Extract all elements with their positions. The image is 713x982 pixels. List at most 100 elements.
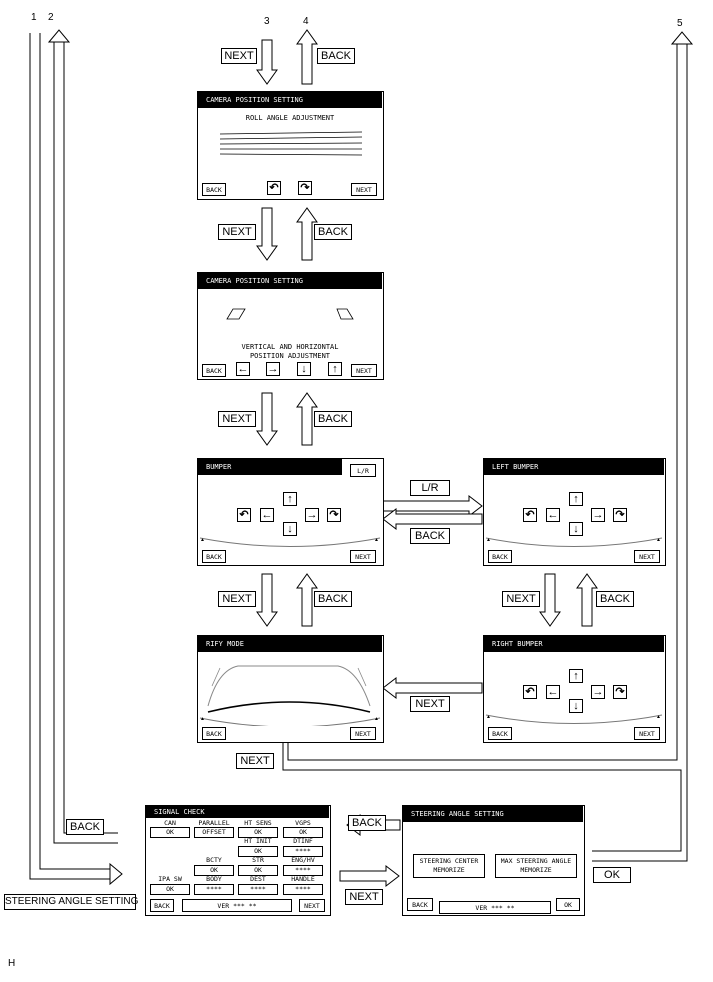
arrow-up-bumper: [296, 573, 318, 627]
signal-value-enghv: ****: [283, 865, 323, 876]
rotate-ccw-icon[interactable]: ↶: [523, 685, 537, 699]
arrow-right-icon[interactable]: →: [305, 508, 319, 522]
screen-title: LEFT BUMPER: [484, 459, 664, 475]
arrow-down-icon[interactable]: ↓: [283, 522, 297, 536]
screen-title: CAMERA POSITION SETTING: [198, 273, 382, 289]
next-button[interactable]: NEXT: [351, 364, 377, 377]
screen-vh-position: CAMERA POSITION SETTING VERTICAL AND HOR…: [197, 272, 384, 380]
signal-value-vgps: OK: [283, 827, 323, 838]
screen-title: RIFY MODE: [198, 636, 382, 652]
svg-text:▲: ▲: [200, 716, 205, 722]
arrow-down-bumper: [256, 573, 278, 627]
rotate-ccw-icon[interactable]: ↶: [267, 181, 281, 195]
screen-title: SIGNAL CHECK: [146, 806, 329, 818]
arrow-left-icon[interactable]: ←: [236, 362, 250, 376]
arrow-up-icon[interactable]: ↑: [569, 669, 583, 683]
label-back-roll: BACK: [314, 224, 352, 240]
label-back-top: BACK: [317, 48, 355, 64]
next-button[interactable]: NEXT: [350, 550, 376, 563]
screen-steering-angle: STEERING ANGLE SETTING STEERING CENTER M…: [402, 805, 585, 916]
line-2-b: [63, 42, 118, 834]
screen-title: CAMERA POSITION SETTING: [198, 92, 382, 108]
back-button[interactable]: BACK: [202, 183, 226, 196]
label-next-bumper: NEXT: [218, 591, 256, 607]
arrow-right-lr: [382, 494, 483, 518]
rotate-ccw-icon[interactable]: ↶: [237, 508, 251, 522]
column-number-4: 4: [303, 16, 309, 27]
signal-label-ht-sens: HT SENS: [244, 819, 272, 827]
label-steering-angle-setting: STEERING ANGLE SETTING: [4, 894, 138, 910]
ok-button[interactable]: OK: [556, 898, 580, 911]
back-button[interactable]: BACK: [150, 899, 174, 912]
arrow-left-next: [382, 676, 483, 700]
signal-value-ht-sens: OK: [238, 827, 278, 838]
next-button[interactable]: NEXT: [351, 183, 377, 196]
screen-roll-angle: CAMERA POSITION SETTING ROLL ANGLE ADJUS…: [197, 91, 384, 200]
label-next-right: NEXT: [410, 696, 450, 712]
back-button[interactable]: BACK: [202, 550, 226, 563]
steering-center-memorize-button[interactable]: STEERING CENTER MEMORIZE: [413, 854, 485, 878]
back-button[interactable]: BACK: [202, 364, 226, 377]
roll-lines: [220, 131, 362, 156]
rotate-ccw-icon[interactable]: ↶: [523, 508, 537, 522]
back-button[interactable]: BACK: [407, 898, 433, 911]
screen-left-bumper: LEFT BUMPER ↶ ← ↑ ↓ → ↷ ▲▲ BACK NEXT: [483, 458, 666, 566]
line-5-b: [592, 44, 688, 862]
arrow-up-vh: [296, 392, 318, 446]
arrow-down-3: [256, 39, 278, 85]
signal-value-ipasw: OK: [150, 884, 190, 895]
arrowhead-1-right: [109, 862, 123, 886]
rotate-cw-icon[interactable]: ↷: [327, 508, 341, 522]
label-back-bumper: BACK: [314, 591, 352, 607]
arrow-down-left: [539, 573, 561, 627]
arrowhead-2-up: [47, 29, 71, 43]
arrow-up-icon[interactable]: ↑: [283, 492, 297, 506]
arrow-left-icon[interactable]: ←: [546, 508, 560, 522]
guide-lines: ▲▲: [199, 665, 381, 726]
signal-label-bcty: BCTY: [206, 856, 222, 864]
signal-value-body: ****: [194, 884, 234, 895]
arrow-up-icon[interactable]: ↑: [328, 362, 342, 376]
rotate-cw-icon[interactable]: ↷: [613, 685, 627, 699]
arrow-left-icon[interactable]: ←: [260, 508, 274, 522]
arrow-up-4: [296, 29, 318, 85]
back-button[interactable]: BACK: [488, 550, 512, 563]
arrow-down-roll: [256, 207, 278, 261]
label-next-roll: NEXT: [218, 224, 256, 240]
column-number-5: 5: [677, 18, 683, 29]
arrow-up-roll: [296, 207, 318, 261]
arrow-left-icon[interactable]: ←: [546, 685, 560, 699]
arrow-up-left: [576, 573, 598, 627]
arrow-down-icon[interactable]: ↓: [569, 699, 583, 713]
max-steering-angle-memorize-button[interactable]: MAX STEERING ANGLE MEMORIZE: [495, 854, 577, 878]
rotate-cw-icon[interactable]: ↷: [613, 508, 627, 522]
line-1-b: [39, 33, 110, 870]
signal-label-parallel: PARALLEL: [198, 819, 230, 827]
arrow-right-icon[interactable]: →: [266, 362, 280, 376]
arrow-down-icon[interactable]: ↓: [569, 522, 583, 536]
next-button[interactable]: NEXT: [299, 899, 325, 912]
rotate-cw-icon[interactable]: ↷: [298, 181, 312, 195]
next-button[interactable]: NEXT: [350, 727, 376, 740]
back-button[interactable]: BACK: [488, 727, 512, 740]
signal-value-offset: OFFSET: [194, 827, 234, 838]
signal-value-str: OK: [238, 865, 278, 876]
arrow-right-icon[interactable]: →: [591, 508, 605, 522]
next-button[interactable]: NEXT: [634, 727, 660, 740]
label-back-vh: BACK: [314, 411, 352, 427]
arrow-up-icon[interactable]: ↑: [569, 492, 583, 506]
next-button[interactable]: NEXT: [634, 550, 660, 563]
caption-line1: VERTICAL AND HORIZONTAL: [241, 343, 339, 351]
label-next-rify: NEXT: [236, 753, 274, 769]
signal-label-enghv: ENG/HV: [291, 856, 315, 864]
steering-center-line2: MEMORIZE: [433, 866, 465, 874]
screen-bumper: BUMPER L/R ↶ ← ↑ ↓ → ↷ ▲▲ BACK NEXT: [197, 458, 384, 566]
column-number-3: 3: [264, 16, 270, 27]
caption-line2: POSITION ADJUSTMENT: [249, 352, 331, 360]
arrow-right-icon[interactable]: →: [591, 685, 605, 699]
signal-label-handle: HANDLE: [291, 875, 315, 883]
back-button[interactable]: BACK: [202, 727, 226, 740]
lr-button[interactable]: L/R: [350, 464, 376, 477]
arrow-down-icon[interactable]: ↓: [297, 362, 311, 376]
